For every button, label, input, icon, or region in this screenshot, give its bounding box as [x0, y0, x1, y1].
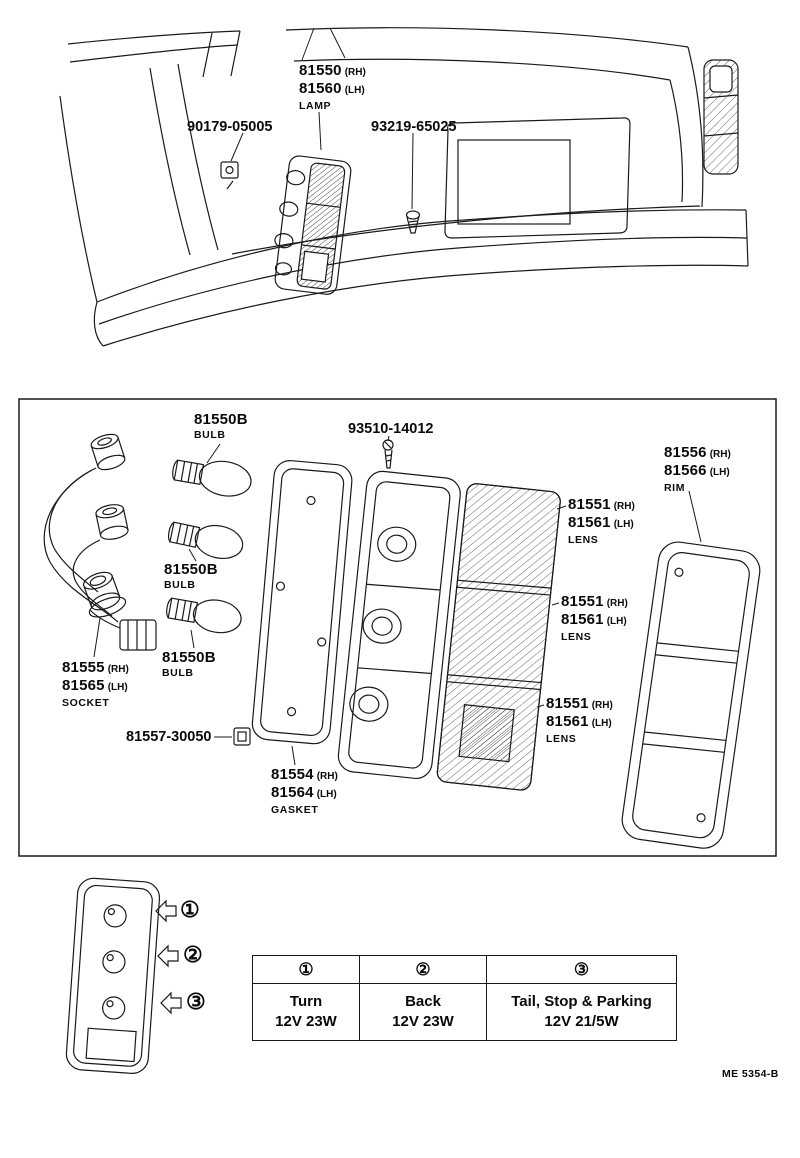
- part-label-lens-screw: 93510-14012: [348, 421, 434, 437]
- part-label-clip: 81557-30050: [126, 729, 212, 745]
- spec-table-header-row: ① ② ③: [252, 955, 677, 984]
- nut-drawing: [220, 161, 239, 190]
- bulb-rating: 12V 21/5W: [544, 1013, 619, 1030]
- part-number-lh: 81561(LH): [561, 611, 627, 628]
- part-label-gasket: 81554(RH) 81564(LH) GASKET: [271, 767, 338, 817]
- part-number-rh: 81554(RH): [271, 766, 338, 783]
- part-name: SOCKET: [62, 697, 110, 709]
- arrow-1-icon: [155, 899, 177, 923]
- part-number-lh: 81560(LH): [299, 80, 365, 97]
- page-code: ME 5354-B: [722, 1068, 779, 1080]
- part-label-bulb-bottom: 81550B BULB: [162, 650, 216, 680]
- spec-header-2: ②: [359, 955, 487, 984]
- part-name: BULB: [164, 579, 196, 591]
- part-label-bulb-mid: 81550B BULB: [164, 562, 218, 592]
- part-label-body-screw: 93219-65025: [371, 119, 457, 135]
- bulb-bottom-drawing: [166, 597, 242, 634]
- part-label-lens-bottom: 81551(RH) 81561(LH) LENS: [546, 696, 613, 746]
- part-name: LAMP: [299, 100, 332, 112]
- part-name: LENS: [568, 534, 599, 546]
- leader-lines-top: [230, 27, 414, 210]
- part-number-lh: 81565(LH): [62, 677, 128, 694]
- bulb-function: Tail, Stop & Parking: [511, 993, 652, 1010]
- lens-drawing: [436, 483, 561, 791]
- legend-arrow-icons: [155, 899, 182, 1015]
- part-label-lamp: 81550(RH) 81560(LH) LAMP: [299, 63, 366, 113]
- lamp-body-drawing: [337, 470, 461, 780]
- spec-cell-turn: Turn 12V 23W: [252, 983, 360, 1041]
- bulb-function: Back: [405, 993, 441, 1010]
- part-number-rh: 81555(RH): [62, 659, 129, 676]
- part-number: 81550B: [194, 411, 248, 428]
- rear-bumper-drawing: [93, 209, 749, 347]
- part-number-rh: 81551(RH): [546, 695, 613, 712]
- gasket-drawing: [251, 460, 353, 745]
- leader-lines-box: [93, 435, 702, 766]
- part-number-lh: 81561(LH): [546, 713, 612, 730]
- part-number: 81550B: [164, 561, 218, 578]
- license-plate-recess-drawing: [444, 117, 631, 239]
- bulb-top-drawing: [172, 459, 252, 497]
- part-number-lh: 81566(LH): [664, 462, 730, 479]
- spec-cell-tail-stop-parking: Tail, Stop & Parking 12V 21/5W: [486, 983, 677, 1041]
- legend-marker-2: ②: [183, 942, 203, 967]
- bulb-rating: 12V 23W: [275, 1013, 337, 1030]
- part-name: BULB: [162, 667, 194, 679]
- part-name: GASKET: [271, 804, 319, 816]
- part-number-rh: 81551(RH): [568, 496, 635, 513]
- part-name: BULB: [194, 429, 226, 441]
- spec-header-3: ③: [486, 955, 677, 984]
- part-number-lh: 81564(LH): [271, 784, 337, 801]
- legend-marker-3: ③: [186, 989, 206, 1014]
- lens-screw-drawing: [382, 439, 394, 469]
- part-name: RIM: [664, 482, 686, 494]
- bulb-function: Turn: [289, 993, 323, 1010]
- legend-marker-1: ①: [180, 897, 200, 922]
- part-number-rh: 81551(RH): [561, 593, 628, 610]
- part-name: LENS: [546, 733, 577, 745]
- part-number-rh: 81556(RH): [664, 444, 731, 461]
- part-number-rh: 81550(RH): [299, 62, 366, 79]
- part-label-nut: 90179-05005: [187, 119, 273, 135]
- part-name: LENS: [561, 631, 592, 643]
- spec-table-data-row: Turn 12V 23W Back 12V 23W Tail, Stop & P…: [252, 983, 677, 1041]
- tail-lamp-assembly-drawing: [274, 155, 352, 295]
- bulb-mid-drawing: [168, 521, 244, 560]
- spec-cell-back: Back 12V 23W: [359, 983, 487, 1041]
- clip-drawing: [233, 727, 251, 746]
- harness-drawing: [43, 433, 157, 651]
- arrow-2-icon: [157, 944, 179, 968]
- arrow-3-icon: [160, 991, 182, 1015]
- bulb-rating: 12V 23W: [392, 1013, 454, 1030]
- part-label-lens-top: 81551(RH) 81561(LH) LENS: [568, 497, 635, 547]
- bulb-spec-table: ① ② ③ Turn 12V 23W Back 12V 23W Tail, St…: [252, 955, 677, 1041]
- part-label-bulb-top: 81550B BULB: [194, 412, 248, 442]
- legend-lamp-drawing: [65, 877, 161, 1075]
- right-tail-lamp-drawing: [703, 59, 739, 175]
- part-number: 81550B: [162, 649, 216, 666]
- part-label-lens-mid: 81551(RH) 81561(LH) LENS: [561, 594, 628, 644]
- part-number-lh: 81561(LH): [568, 514, 634, 531]
- part-label-socket: 81555(RH) 81565(LH) SOCKET: [62, 660, 129, 710]
- exploded-view-box: [18, 398, 777, 857]
- rim-drawing: [621, 541, 761, 849]
- spec-header-1: ①: [252, 955, 360, 984]
- part-label-rim: 81556(RH) 81566(LH) RIM: [664, 445, 731, 495]
- car-rear-outline-drawing: [59, 27, 704, 303]
- body-screw-drawing: [405, 210, 421, 234]
